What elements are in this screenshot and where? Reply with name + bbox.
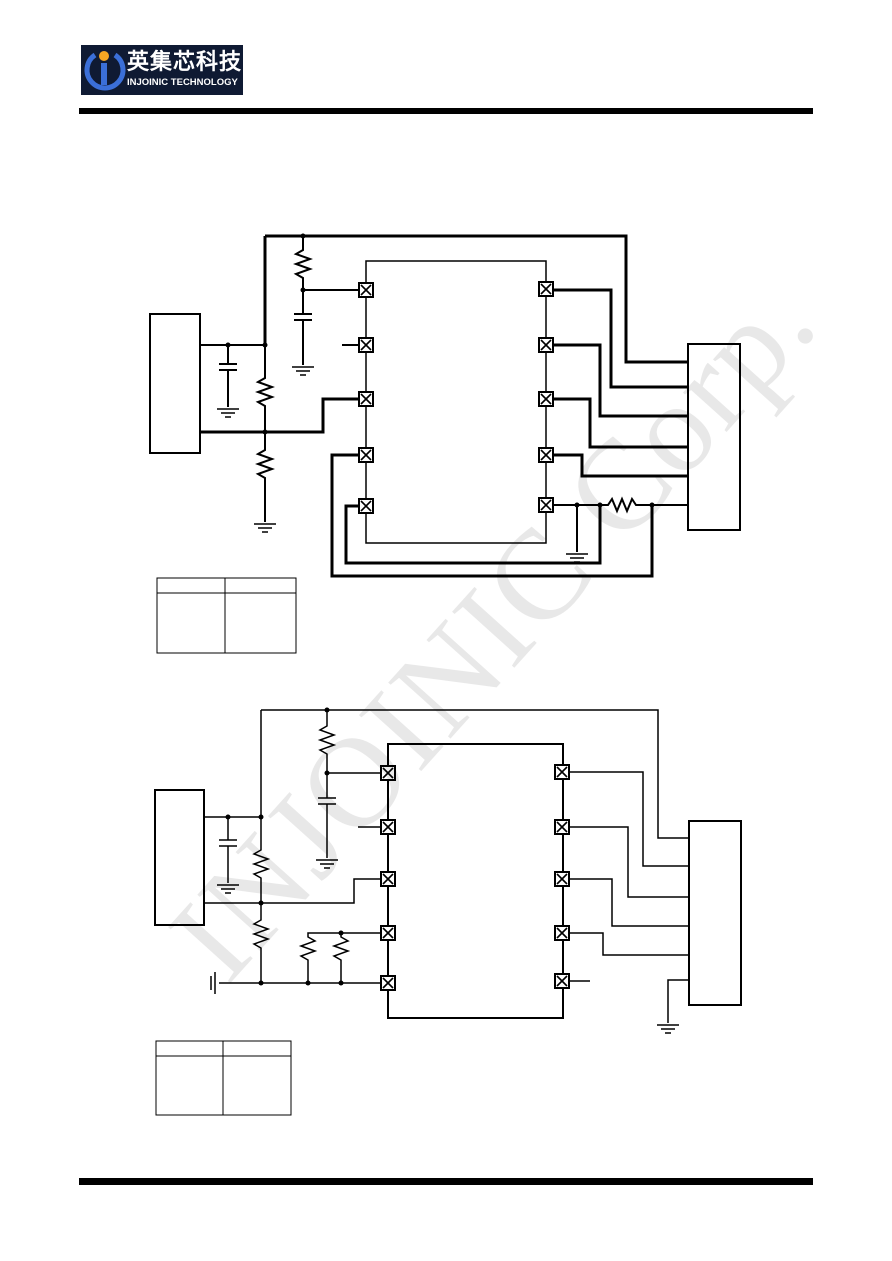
- left-connector-1: [149, 313, 201, 454]
- circuit-diagram-1: [149, 234, 741, 578]
- logo-mark-icon: [84, 51, 126, 91]
- company-logo: 英集芯科技 INJOINIC TECHNOLOGY: [81, 45, 243, 95]
- left-connector-2: [154, 789, 205, 926]
- right-connector-2: [688, 820, 742, 1006]
- table-1: [156, 577, 297, 654]
- table-2: [155, 1040, 292, 1116]
- right-connector-1: [687, 343, 741, 531]
- logo-chinese-text: 英集芯科技: [127, 50, 243, 75]
- header-rule: [79, 108, 813, 114]
- footer-rule: [79, 1178, 813, 1185]
- logo-english-text: INJOINIC TECHNOLOGY: [127, 77, 238, 88]
- ic-pins-1: [358, 281, 554, 514]
